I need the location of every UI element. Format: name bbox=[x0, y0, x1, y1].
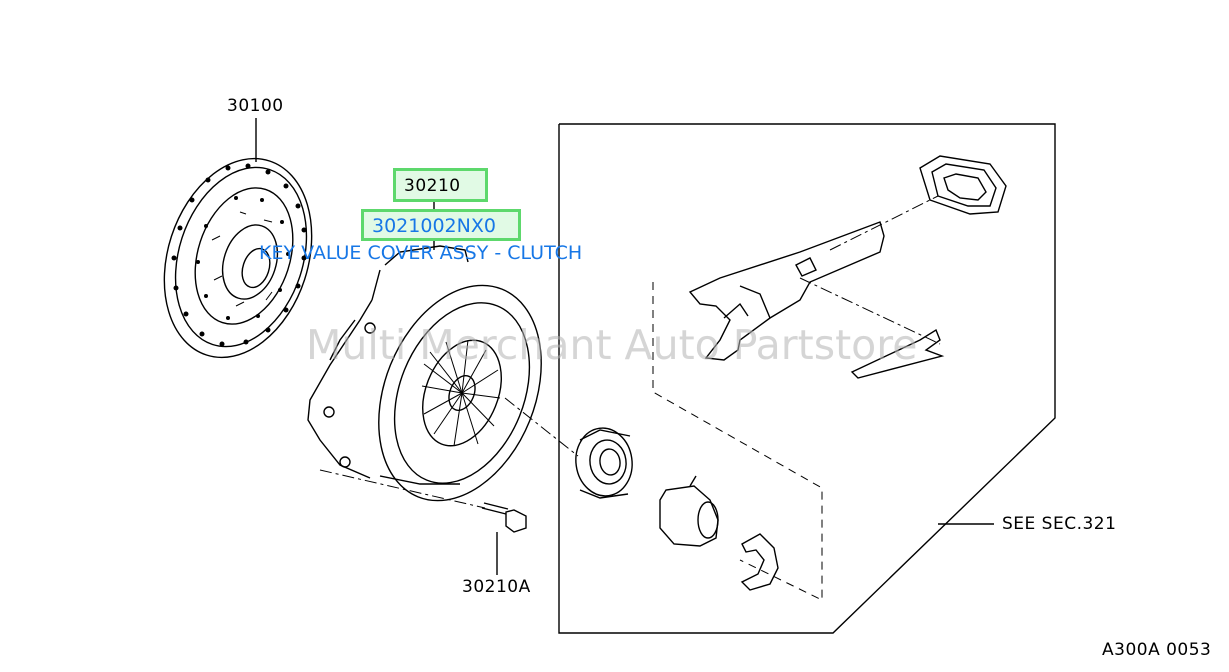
bolt-part bbox=[481, 502, 527, 575]
clutch-disc-part bbox=[163, 118, 313, 359]
bearing-sleeve-part bbox=[659, 475, 719, 547]
release-fork-part bbox=[688, 221, 885, 361]
subassembly-frame bbox=[558, 123, 1056, 634]
spring-clip-part bbox=[850, 328, 945, 379]
dust-boot-part bbox=[919, 155, 1007, 215]
disc-part-label: 30100 bbox=[227, 96, 284, 116]
clutch-cover-part bbox=[307, 245, 542, 502]
release-bearing-part bbox=[575, 427, 633, 499]
retaining-clip-part bbox=[740, 533, 779, 591]
bolt-part-label: 30210A bbox=[462, 577, 531, 597]
ref-callout-30210[interactable]: 30210 bbox=[393, 168, 488, 202]
see-section-label: SEE SEC.321 bbox=[1002, 514, 1117, 534]
part-number-callout[interactable]: 3021002NX0 bbox=[361, 209, 521, 241]
part-description: KEY VALUE COVER ASSY - CLUTCH bbox=[259, 242, 583, 264]
part-number-text: 3021002NX0 bbox=[372, 215, 496, 237]
figure-code-label: A300A 0053 bbox=[1102, 640, 1212, 660]
ref-callout-label: 30210 bbox=[404, 176, 461, 196]
watermark-text: Multi Merchant Auto Partstore bbox=[306, 321, 918, 369]
